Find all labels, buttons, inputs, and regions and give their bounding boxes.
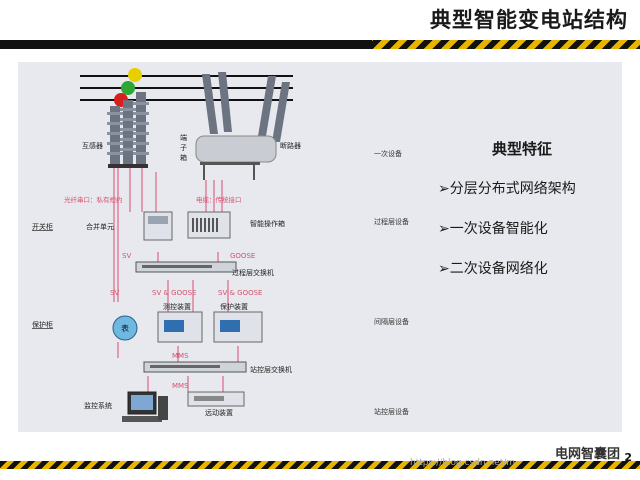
- smart-op-box-label: 智能操作箱: [250, 219, 285, 228]
- feature-item-2: ➢一次设备智能化: [438, 221, 548, 237]
- feature-item-1: ➢分层分布式网络架构: [438, 181, 576, 197]
- measure-control-label: 测控装置: [163, 302, 191, 311]
- layer-label-process: 过程层设备: [374, 217, 409, 226]
- protection-unit: [213, 311, 263, 343]
- slide-title: 典型智能变电站结构: [430, 8, 628, 32]
- cabinet-switchgear-label: 开关柜: [32, 222, 53, 231]
- sv-link-label-2: SV: [110, 289, 119, 297]
- layer-label-bay: 间隔层设备: [374, 317, 409, 326]
- layer-label-station: 站控层设备: [374, 407, 409, 416]
- breaker-label: 断路器: [280, 141, 301, 150]
- fiber-port-label: 光纤串口：私有规约: [64, 195, 123, 204]
- terminal-box-label-1: 端: [180, 133, 187, 142]
- merging-unit-label: 合并单元: [86, 222, 114, 231]
- telecontrol-label: 远动装置: [205, 408, 233, 417]
- phase-green-indicator: [121, 81, 135, 95]
- monitor-system-label: 监控系统: [84, 401, 112, 410]
- merging-unit: [143, 211, 173, 241]
- features-heading: 典型特征: [492, 140, 553, 158]
- meter-label: 表: [121, 323, 129, 333]
- mms-link-label-1: MMS: [172, 352, 189, 360]
- sv-goose-link-label-1: SV & GOOSE: [152, 289, 196, 297]
- mms-link-label-2: MMS: [172, 382, 189, 390]
- station-layer-switch: [143, 361, 247, 373]
- goose-link-label: GOOSE: [230, 252, 255, 260]
- url-watermark: https://blog.csdn.net/m: [410, 458, 516, 468]
- sv-link-label: SV: [122, 252, 131, 260]
- feature-item-3: ➢二次设备网络化: [438, 261, 548, 277]
- station-switch-label: 站控层交换机: [250, 365, 292, 374]
- measure-control-unit: [157, 311, 203, 343]
- bottom-hazard-stripe: [0, 461, 640, 469]
- monitor-system: [122, 391, 168, 422]
- top-hazard-stripe: [0, 40, 640, 49]
- transformer-label: 互感器: [82, 141, 103, 150]
- sv-goose-link-label-2: SV & GOOSE: [218, 289, 262, 297]
- watermark-text: 电网智囊团: [550, 443, 624, 462]
- process-switch-label: 过程层交换机: [232, 268, 274, 277]
- substation-diagram: 互感器 端 子 箱 断路器 一次设备 过程层设备 间隔层设备 站控层设备 开关柜…: [32, 68, 409, 422]
- protection-label: 保护装置: [220, 302, 248, 311]
- electric-port-label: 电缆：传统接口: [196, 195, 242, 204]
- transformer-insulators: [107, 92, 149, 168]
- diagram-panel: 互感器 端 子 箱 断路器 一次设备 过程层设备 间隔层设备 站控层设备 开关柜…: [18, 62, 622, 432]
- breaker-body: [195, 135, 277, 180]
- page-number: 2: [624, 451, 632, 464]
- layer-label-primary: 一次设备: [374, 149, 402, 158]
- terminal-box-label-2: 子: [180, 144, 187, 152]
- breaker-insulators: [202, 72, 290, 142]
- phase-yellow-indicator: [128, 68, 142, 82]
- telecontrol-device: [187, 391, 245, 407]
- terminal-box-label-3: 箱: [180, 153, 187, 162]
- meter-device: [112, 315, 138, 341]
- smart-operation-box: [187, 211, 231, 239]
- process-layer-switch: [135, 261, 237, 273]
- cabinet-protection-label: 保护柜: [32, 320, 53, 329]
